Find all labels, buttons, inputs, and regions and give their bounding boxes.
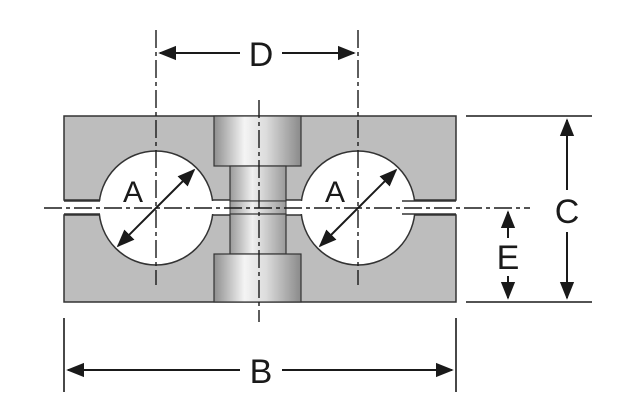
- dimension-d-label: D: [249, 36, 274, 74]
- dimension-a-right-label: A: [325, 176, 345, 209]
- dimension-c-label: C: [555, 193, 580, 231]
- dimension-b-label: B: [250, 353, 273, 391]
- dimension-a-left-arrow: [116, 168, 196, 248]
- bolt-head-top: [213, 115, 302, 167]
- dimension-a-left-label: A: [123, 176, 143, 209]
- dimension-e-label: E: [497, 239, 520, 277]
- bolt-head-bottom: [213, 253, 302, 303]
- dimension-a-right-arrow: [318, 168, 398, 248]
- bolt-shank-bottom: [229, 213, 287, 255]
- bolt-shank-top: [229, 165, 287, 202]
